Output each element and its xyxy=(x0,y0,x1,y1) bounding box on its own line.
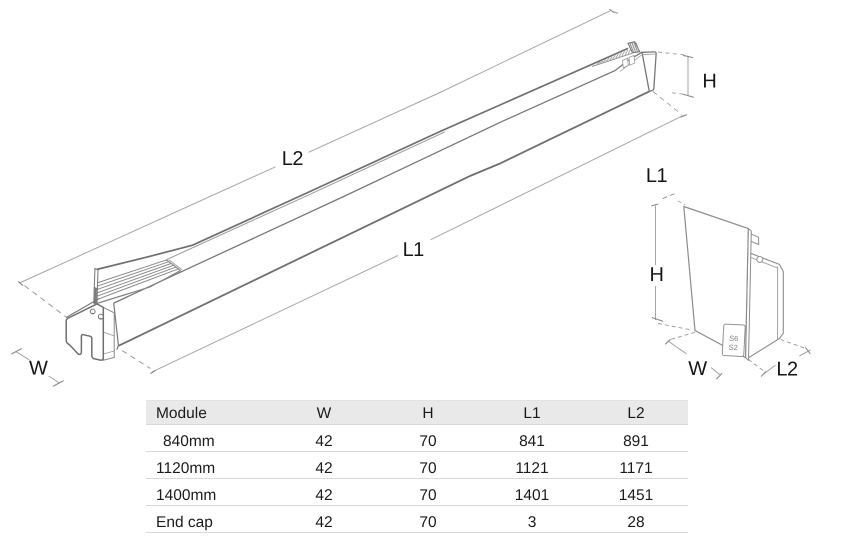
svg-text:L2: L2 xyxy=(282,148,304,170)
svg-text:L1: L1 xyxy=(646,165,668,187)
svg-text:H: H xyxy=(702,71,716,93)
svg-text:W: W xyxy=(29,358,48,380)
svg-text:S2: S2 xyxy=(728,343,738,352)
svg-text:S6: S6 xyxy=(729,334,739,343)
svg-text:H: H xyxy=(650,264,664,286)
svg-text:L2: L2 xyxy=(776,359,798,381)
svg-text:W: W xyxy=(688,358,707,380)
svg-text:L1: L1 xyxy=(403,239,425,261)
